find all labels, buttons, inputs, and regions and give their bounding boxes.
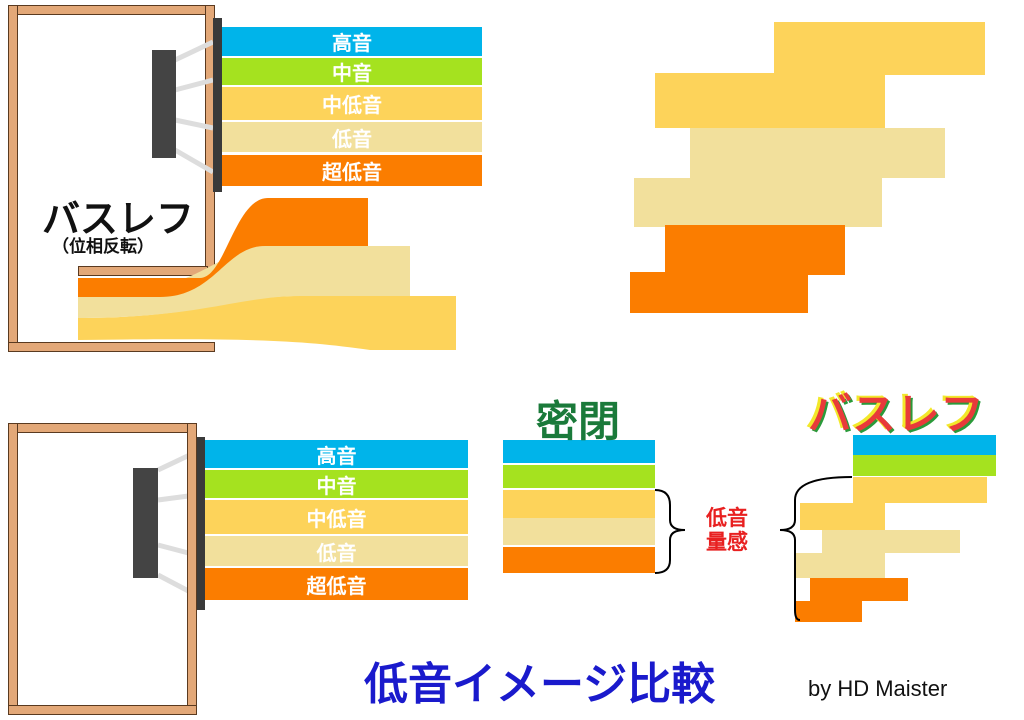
bassreflex-label: バスレフ	[42, 197, 195, 241]
sealed-title: 密閉	[536, 397, 621, 446]
credit: by HD Maister	[808, 676, 948, 701]
brace-left	[654, 489, 686, 574]
bass-volume-label: 低音 量感	[706, 506, 748, 554]
band-low: 低音	[222, 122, 482, 152]
flow-sub	[78, 198, 368, 297]
band-lowmid: 中低音	[205, 500, 468, 534]
band-high: 高音	[205, 440, 468, 468]
band-mid: 中音	[205, 470, 468, 498]
bass-volume-line1: 低音	[706, 506, 748, 530]
flow-lowmid	[78, 296, 456, 350]
bassreflex-title: バスレフ	[808, 389, 984, 440]
flow-low	[78, 246, 410, 318]
phase-inversion-label: （位相反転）	[52, 237, 154, 257]
band-high: 高音	[222, 27, 482, 56]
band-low: 低音	[205, 536, 468, 566]
brace-right	[779, 476, 853, 621]
band-mid: 中音	[222, 58, 482, 85]
band-lowmid: 中低音	[222, 87, 482, 120]
bass-volume-line2: 量感	[706, 530, 748, 554]
band-sub: 超低音	[222, 155, 482, 186]
band-sub: 超低音	[205, 568, 468, 600]
main-title: 低音イメージ比較	[364, 659, 716, 710]
speaker-icon	[156, 39, 215, 598]
